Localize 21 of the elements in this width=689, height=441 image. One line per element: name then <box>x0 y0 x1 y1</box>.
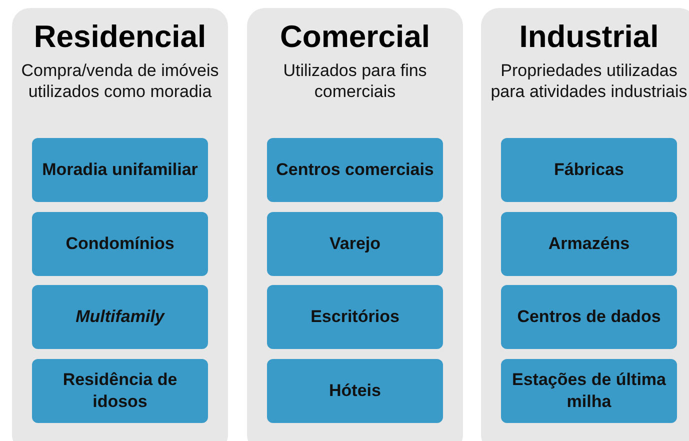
item-box: Escritórios <box>267 285 443 349</box>
item-box: Centros comerciais <box>267 138 443 202</box>
category-panel <box>247 8 463 441</box>
item-box: Hóteis <box>267 358 443 422</box>
category-panel <box>481 8 689 441</box>
panel-description: Utilizados para fins comerciais <box>282 60 428 102</box>
item-box: Varejo <box>267 212 443 276</box>
panel-heading: Industrial <box>518 20 660 54</box>
panel-heading: Comercial <box>279 20 431 54</box>
item-box: Armazéns <box>501 212 677 276</box>
panel-heading: Residencial <box>32 20 208 54</box>
item-box: Estações de última milha <box>501 358 677 422</box>
item-box: Multifamily <box>32 285 208 349</box>
item-box: Condomínios <box>32 212 208 276</box>
panel-description: Propriedades utilizadas para atividades industriais <box>490 60 688 102</box>
item-box: Residência de idosos <box>32 358 208 422</box>
item-box: Centros de dados <box>501 285 677 349</box>
panel-description: Compra/venda de imóveis utilizados como moradia <box>20 60 220 102</box>
category-panel <box>12 8 228 441</box>
item-box: Fábricas <box>501 138 677 202</box>
item-box: Moradia unifamiliar <box>32 138 208 202</box>
